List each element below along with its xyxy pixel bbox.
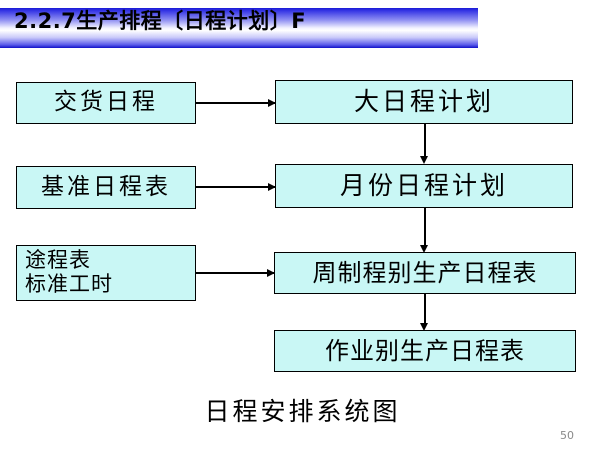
flow-box-delivery[interactable]: 交货日程 <box>16 82 196 124</box>
flow-box-operation-schedule-label: 作业别生产日程表 <box>325 336 525 365</box>
page-number: 50 <box>560 429 574 442</box>
flow-box-routing-label: 途程表 标准工时 <box>25 248 113 296</box>
arrow-down-icon <box>420 323 429 331</box>
flow-box-weekly-schedule[interactable]: 周制程别生产日程表 <box>274 252 576 294</box>
title-banner <box>0 8 478 48</box>
arrow-right-icon <box>268 98 276 107</box>
arrow-right-icon <box>268 182 276 191</box>
connector-master-to-monthly-line <box>424 124 426 157</box>
connector-delivery-to-master-line <box>196 102 276 104</box>
diagram-caption: 日程安排系统图 <box>204 397 401 426</box>
page-title: 2.2.7生产排程〔日程计划〕F <box>14 9 307 33</box>
connector-baseline-to-monthly-line <box>196 186 276 188</box>
flow-box-baseline-label: 基准日程表 <box>41 173 171 200</box>
arrow-down-icon <box>420 156 429 164</box>
flow-box-master-schedule-label: 大日程计划 <box>353 87 494 116</box>
connector-weekly-to-operation-line <box>424 294 426 324</box>
arrow-down-icon <box>420 245 429 253</box>
flow-box-operation-schedule[interactable]: 作业别生产日程表 <box>274 330 576 372</box>
flow-box-delivery-label: 交货日程 <box>54 89 158 116</box>
flow-box-monthly-schedule[interactable]: 月份日程计划 <box>275 164 573 208</box>
connector-monthly-to-weekly-line <box>424 208 426 246</box>
connector-routing-to-weekly-line <box>196 272 275 274</box>
flow-box-baseline[interactable]: 基准日程表 <box>16 166 196 209</box>
flow-box-master-schedule[interactable]: 大日程计划 <box>275 80 573 124</box>
flow-box-routing[interactable]: 途程表 标准工时 <box>16 245 196 301</box>
flow-box-weekly-schedule-label: 周制程别生产日程表 <box>312 258 538 287</box>
arrow-right-icon <box>267 268 275 277</box>
flow-box-monthly-schedule-label: 月份日程计划 <box>339 171 508 200</box>
